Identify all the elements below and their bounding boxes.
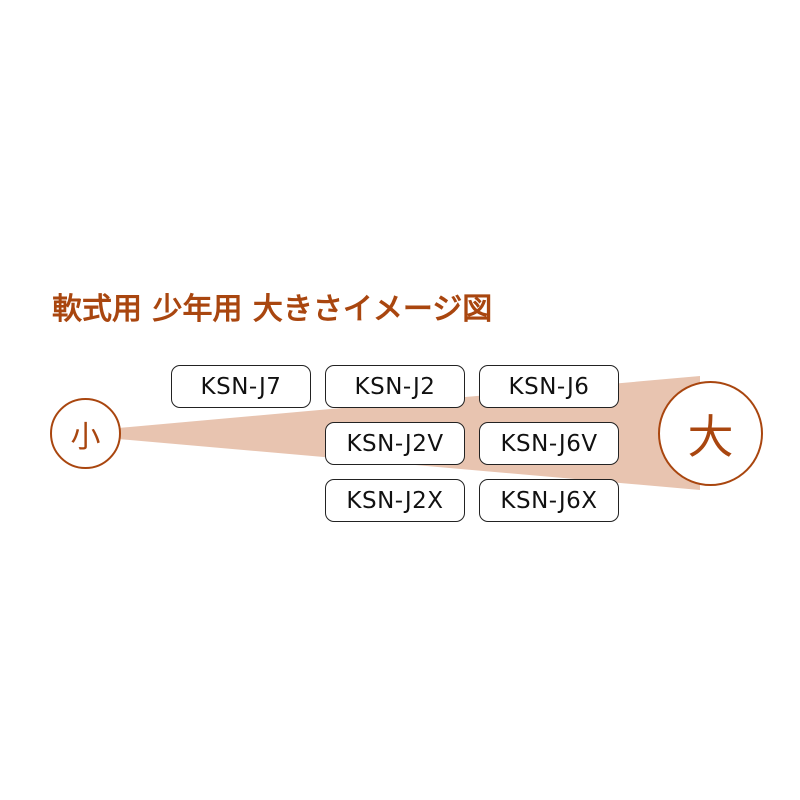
diagram-title: 軟式用 少年用 大きさイメージ図 (52, 292, 493, 327)
model-box-ksn-j2v: KSN-J2V (325, 422, 465, 465)
model-box-ksn-j7: KSN-J7 (171, 365, 311, 408)
model-label: KSN-J6X (500, 487, 598, 514)
large-size-marker: 大 (658, 381, 763, 486)
large-label: 大 (687, 409, 734, 464)
small-size-marker: 小 (50, 398, 121, 469)
model-box-ksn-j2: KSN-J2 (325, 365, 465, 408)
model-label: KSN-J6 (508, 373, 590, 400)
model-box-ksn-j2x: KSN-J2X (325, 479, 465, 522)
model-box-ksn-j6x: KSN-J6X (479, 479, 619, 522)
model-label: KSN-J6V (500, 430, 598, 457)
model-label: KSN-J2X (346, 487, 444, 514)
model-box-ksn-j6v: KSN-J6V (479, 422, 619, 465)
model-box-ksn-j6: KSN-J6 (479, 365, 619, 408)
model-label: KSN-J7 (200, 373, 282, 400)
model-label: KSN-J2V (346, 430, 444, 457)
small-label: 小 (70, 419, 101, 455)
model-label: KSN-J2 (354, 373, 436, 400)
